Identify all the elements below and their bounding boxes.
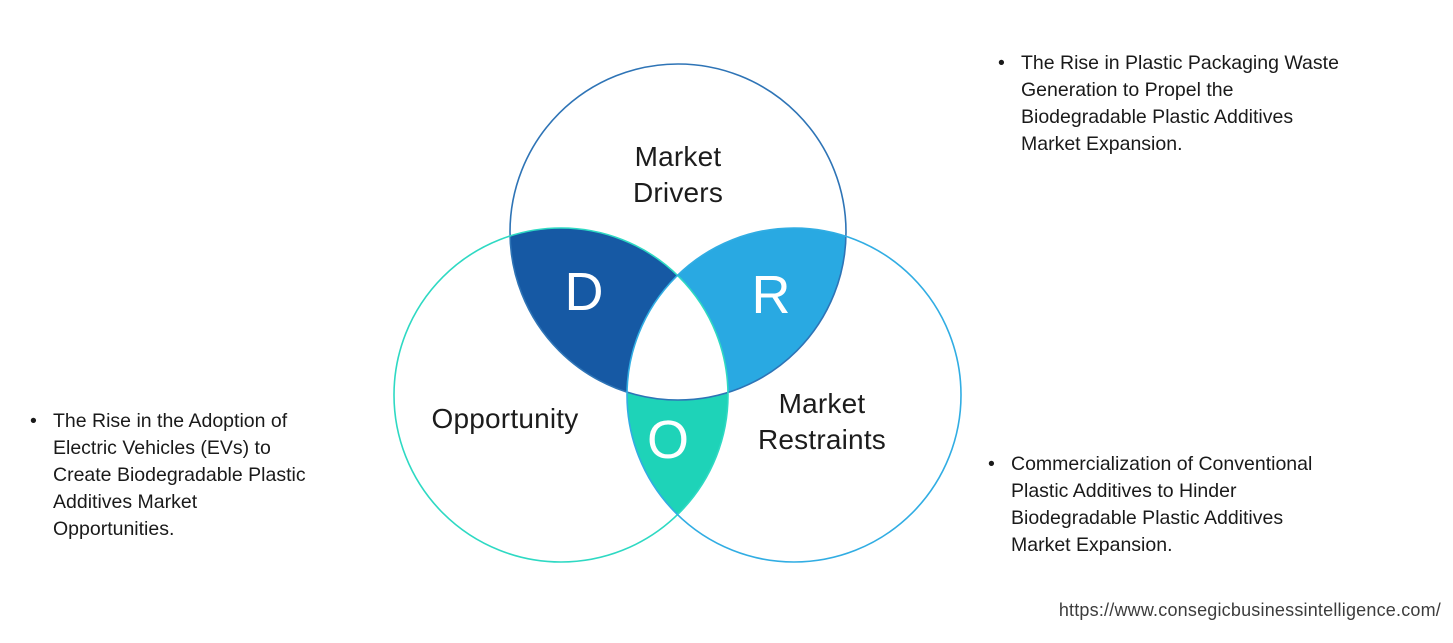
restraints-letter: R <box>751 265 791 325</box>
opportunity-letter: O <box>646 410 689 470</box>
bullet-marker-icon: • <box>988 453 995 475</box>
drivers-circle <box>509 63 847 401</box>
opportunity-note-text: The Rise in the Adoption of Electric Veh… <box>53 410 306 540</box>
drivers-note-bullet: • The Rise in Plastic Packaging Waste Ge… <box>998 50 1428 158</box>
restraints-note-text: Commercialization of Conventional Plasti… <box>1011 453 1313 556</box>
restraints-label: Market Restraints <box>757 388 887 455</box>
source-url: https://www.consegicbusinessintelligence… <box>1058 600 1441 620</box>
opportunity-note-bullet: • The Rise in the Adoption of Electric V… <box>30 408 380 543</box>
drivers-letter: D <box>564 262 604 322</box>
bullet-marker-icon: • <box>30 410 37 432</box>
restraints-note-bullet: • Commercialization of Conventional Plas… <box>988 451 1418 559</box>
opportunity-circle <box>393 227 729 563</box>
drivers-note-text: The Rise in Plastic Packaging Waste Gene… <box>1021 52 1339 155</box>
opportunity-label: Opportunity <box>431 403 579 434</box>
restraints-circle <box>626 227 962 563</box>
drivers-label: Market Drivers <box>632 141 724 208</box>
bullet-marker-icon: • <box>998 52 1005 74</box>
